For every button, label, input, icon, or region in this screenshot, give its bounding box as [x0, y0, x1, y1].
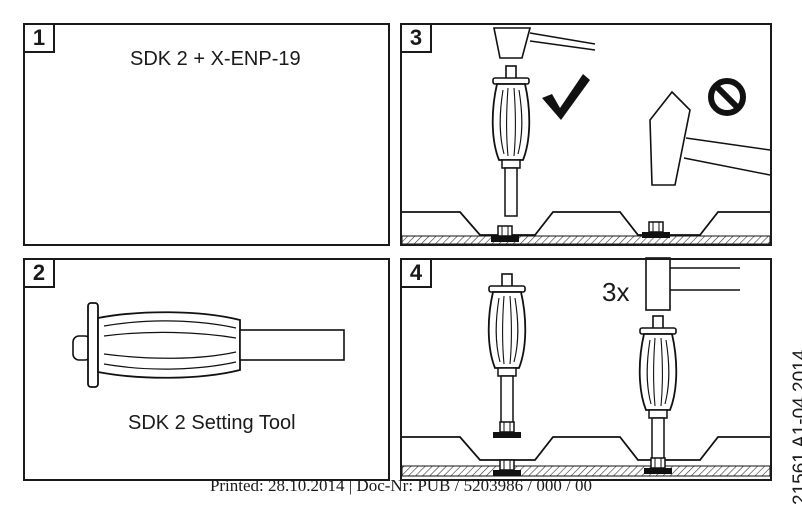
- panel-step-4: 4 3x: [400, 258, 772, 481]
- step-number: 4: [400, 258, 432, 288]
- panel-step-2: 2 SDK 2 Setting Tool: [23, 258, 390, 481]
- panel-2-drawing: [72, 302, 345, 388]
- prohibited-icon: [708, 78, 746, 116]
- panel-3-drawing: [401, 27, 771, 245]
- repeat-count: 3x: [602, 277, 630, 307]
- panel-caption: SDK 2 + X-ENP-19: [130, 48, 301, 70]
- step-number: 3: [400, 23, 432, 53]
- panel-step-3: 3: [400, 23, 772, 246]
- panel-step-1: 1 SDK 2 + X-ENP-19: [23, 23, 390, 246]
- step-number: 2: [23, 258, 55, 288]
- print-footer: Printed: 28.10.2014 | Doc-Nr: PUB / 5203…: [209, 476, 593, 495]
- checkmark-icon: [542, 74, 590, 120]
- step-number: 1: [23, 23, 55, 53]
- panel-caption: SDK 2 Setting Tool: [128, 412, 296, 434]
